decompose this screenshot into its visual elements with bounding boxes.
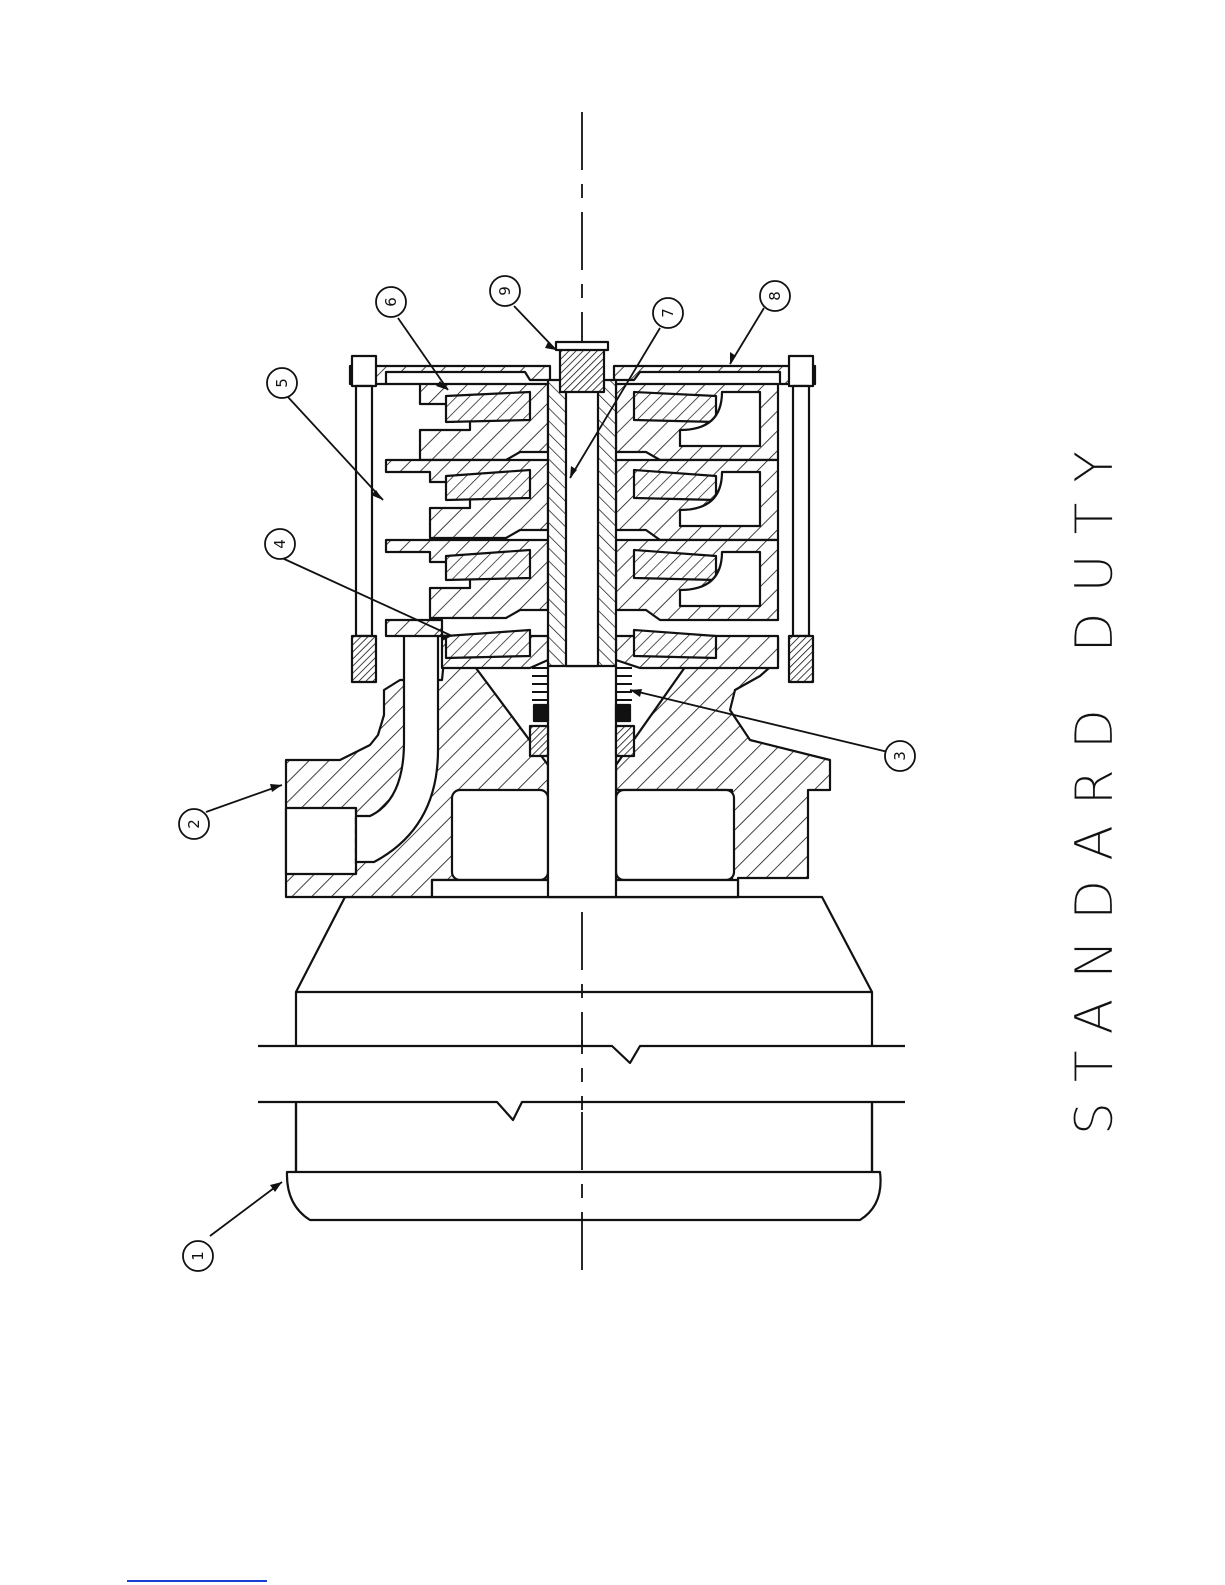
callout-2: 2 [185, 819, 203, 829]
drawing-title: STANDARD DUTY [1065, 430, 1125, 1134]
callout-1: 1 [189, 1251, 207, 1261]
suction-port [286, 808, 356, 874]
leader-6 [398, 318, 448, 390]
title-container: STANDARD DUTY [1070, 520, 1120, 1045]
bottom-link-underline[interactable] [127, 1580, 267, 1582]
motor-break-mask [250, 1046, 910, 1102]
leader-1 [210, 1182, 282, 1236]
callout-7: 7 [659, 308, 677, 318]
callout-9: 9 [496, 286, 514, 296]
callout-8: 8 [766, 291, 784, 301]
discharge-head [350, 366, 550, 384]
shaft-nut-cap [556, 342, 608, 350]
callout-5: 5 [273, 378, 291, 388]
motor-bottom-cap [287, 1172, 881, 1220]
callout-6: 6 [382, 297, 400, 307]
leader-9 [514, 306, 556, 350]
pump-shaft [566, 380, 598, 666]
motor-shaft-pocket-left [452, 790, 548, 880]
motor-top-taper [296, 897, 872, 992]
discharge-head-right [614, 366, 815, 384]
motor-shaft [548, 665, 616, 897]
motor-shaft-pocket-right [616, 790, 734, 880]
callout-4: 4 [271, 539, 289, 549]
callout-3: 3 [891, 751, 909, 761]
shaft-nut [560, 346, 604, 392]
leader-2 [206, 785, 282, 812]
